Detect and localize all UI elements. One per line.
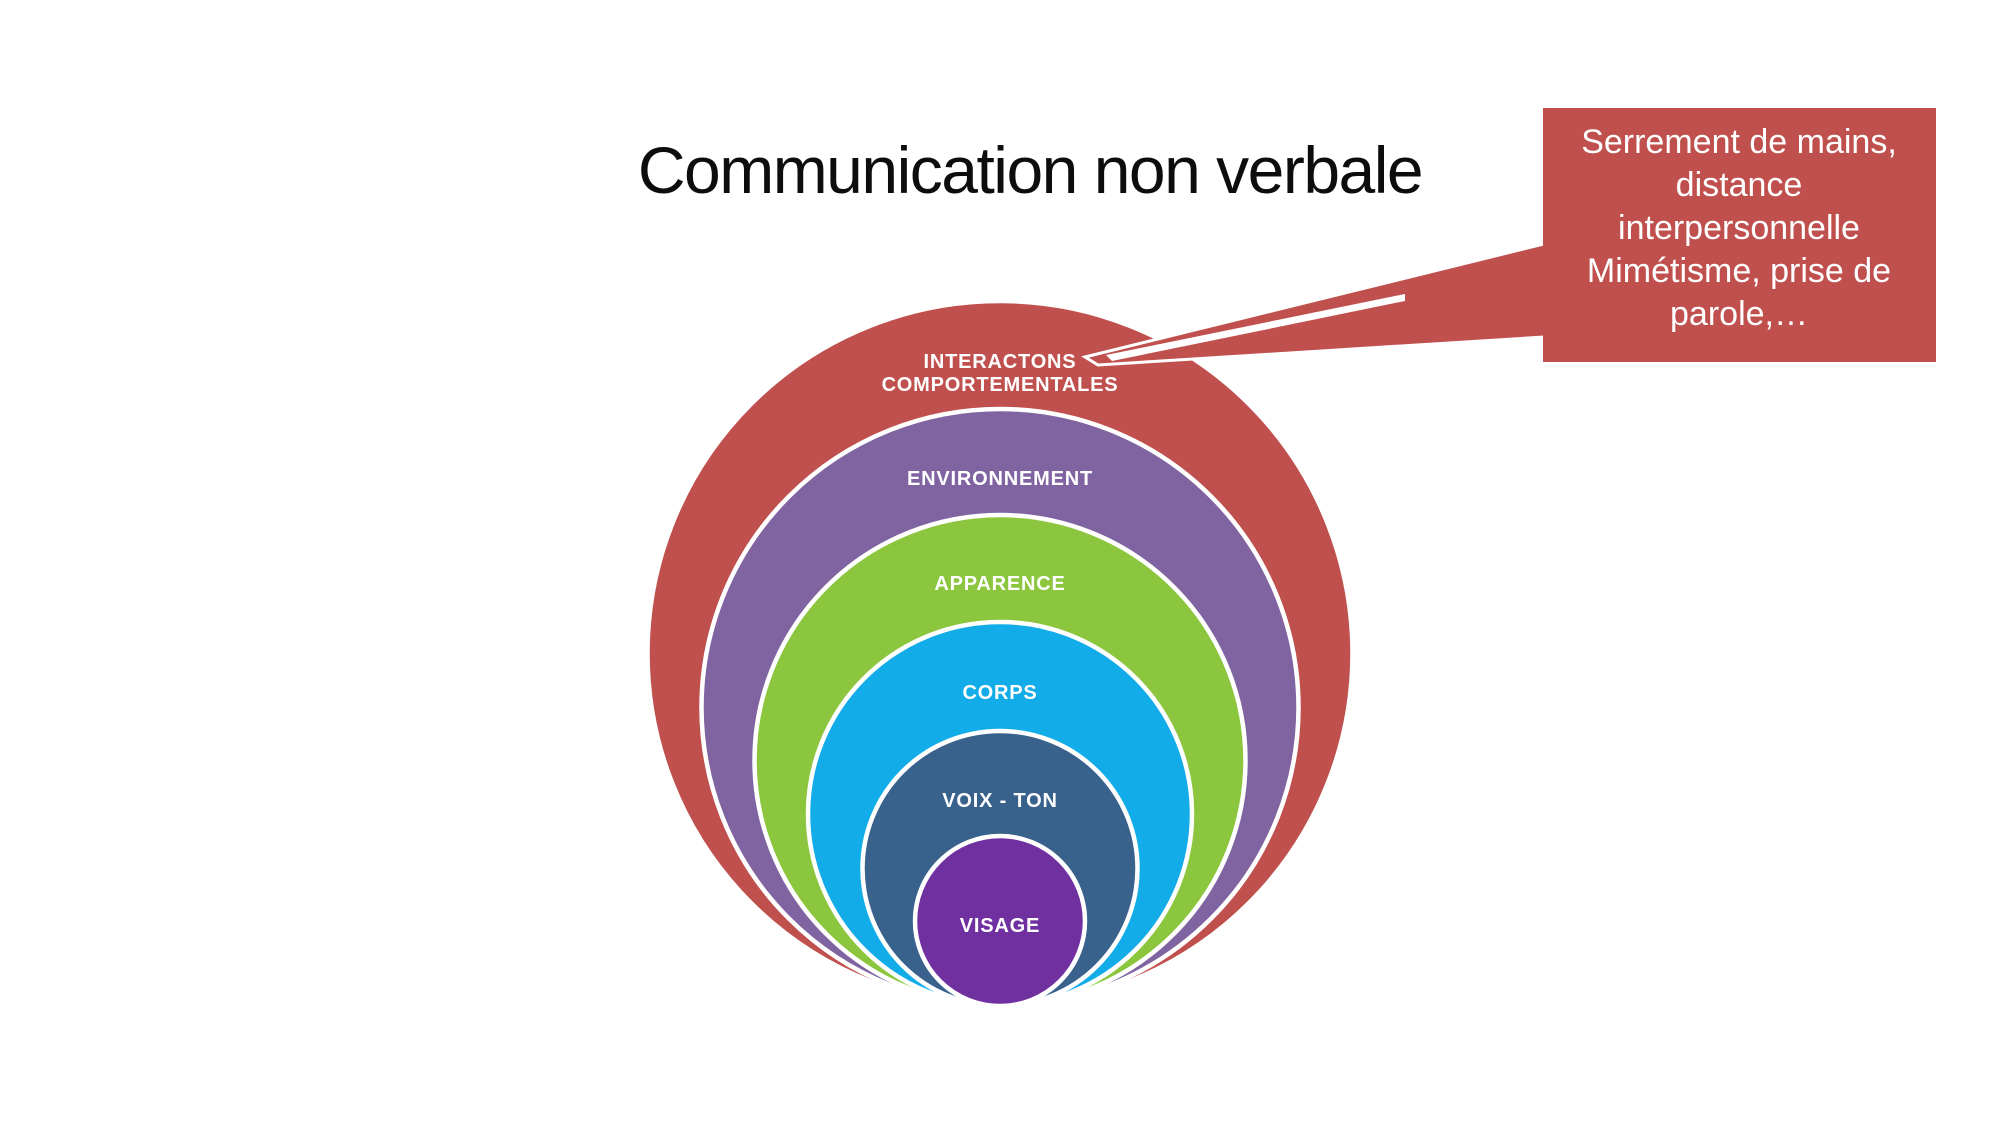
layer-label-interactions-line2: COMPORTEMENTALES [882, 374, 1119, 396]
callout-line-1: Serrement de mains, [1581, 123, 1897, 161]
circle-stack [645, 298, 1355, 1009]
layer-label-corps: CORPS [962, 682, 1037, 704]
callout-line-2: distance [1676, 166, 1803, 204]
layer-label-voix-ton: VOIX - TON [942, 790, 1057, 812]
layer-label-environnement: ENVIRONNEMENT [907, 468, 1093, 490]
callout-line-3: interpersonnelle [1618, 209, 1860, 247]
layer-labels: INTERACTONS COMPORTEMENTALES ENVIRONNEME… [882, 351, 1119, 937]
layer-circle-visage [912, 833, 1088, 1009]
callout-text: Serrement de mains, distance interperson… [1581, 123, 1897, 333]
callout-line-4: Mimétisme, prise de [1587, 252, 1891, 290]
slide-title: Communication non verbale [638, 133, 1422, 207]
layer-label-apparence: APPARENCE [934, 573, 1065, 595]
layer-label-visage: VISAGE [960, 915, 1040, 937]
callout-line-5: parole,… [1670, 295, 1808, 333]
callout-tail-notch [1106, 294, 1405, 361]
layer-label-interactions-line1: INTERACTONS [924, 351, 1077, 373]
callout-box [1543, 108, 1936, 362]
